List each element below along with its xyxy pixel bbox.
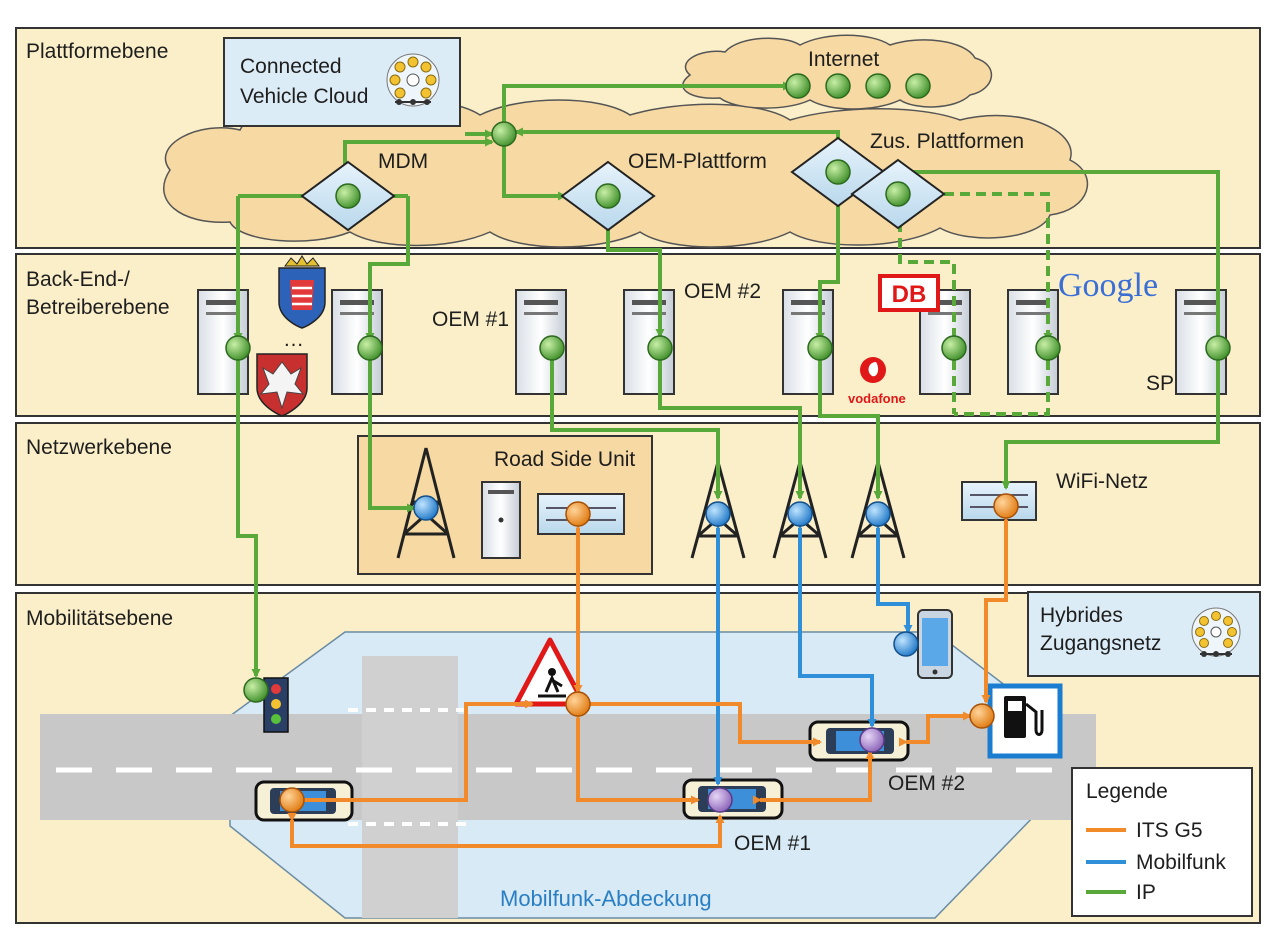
internet-node xyxy=(825,73,851,99)
server-icon xyxy=(481,481,521,559)
additional-platform-node xyxy=(825,159,851,185)
car-node xyxy=(279,787,305,813)
network-cluster-icon xyxy=(386,53,440,107)
server-node xyxy=(1205,335,1231,361)
coat-of-arms-icon xyxy=(278,255,326,329)
db-logo-text: DB xyxy=(892,281,927,308)
internet-node xyxy=(905,73,931,99)
server-node xyxy=(539,335,565,361)
legend: Legende ITS G5 Mobilfunk IP xyxy=(1071,767,1253,917)
server-node xyxy=(1035,335,1061,361)
internet-label: Internet xyxy=(808,48,879,71)
oem-platform-node xyxy=(595,183,621,209)
platform-level-title: Plattformebene xyxy=(26,40,168,63)
roadwork-node xyxy=(565,691,591,717)
traffic-light-icon xyxy=(263,677,289,733)
additional-platforms-label: Zus. Plattformen xyxy=(870,130,1024,153)
network-cluster-icon xyxy=(1191,607,1241,657)
hybrid-car-nodes xyxy=(707,727,885,813)
oem-platform-label: OEM-Plattform xyxy=(628,150,767,173)
road-horizontal xyxy=(40,714,1096,820)
mobile-coverage-label: Mobilfunk-Abdeckung xyxy=(500,886,712,911)
mobilfunk-nodes xyxy=(413,495,919,657)
its-g5-nodes xyxy=(279,493,1019,813)
car-oem2-label: OEM #2 xyxy=(888,772,965,795)
wifi-network-label: WiFi-Netz xyxy=(1056,470,1148,493)
google-logo-text: Google xyxy=(1058,267,1158,304)
road-vertical xyxy=(362,656,458,918)
server-node xyxy=(941,335,967,361)
backend-level-title-line1: Back-End-/ xyxy=(26,268,130,291)
server-node xyxy=(807,335,833,361)
hybrid-box-line1: Hybrides xyxy=(1040,604,1123,627)
mdm-label: MDM xyxy=(378,150,428,173)
car-oem1-label: OEM #1 xyxy=(734,832,811,855)
vodafone-logo-text: vodafone xyxy=(848,391,906,406)
smartphone-node xyxy=(893,631,919,657)
additional-platform-node xyxy=(885,181,911,207)
legend-title: Legende xyxy=(1086,780,1168,803)
legend-label-ip: IP xyxy=(1136,881,1156,904)
tower-node xyxy=(865,501,891,527)
traffic-light-node xyxy=(243,677,269,703)
road-side-unit-label: Road Side Unit xyxy=(494,448,635,471)
its-g5-connections xyxy=(287,513,1011,848)
cloud-hub-node xyxy=(491,121,517,147)
hybrid-box-line2: Zugangsnetz xyxy=(1040,632,1161,655)
rsu-node xyxy=(565,501,591,527)
car-icon xyxy=(808,720,910,762)
server-node xyxy=(225,335,251,361)
fuel-station-icon xyxy=(987,683,1063,759)
cloud-box-line1: Connected xyxy=(240,55,342,78)
fuel-station-node xyxy=(969,703,995,729)
oem1-backend-label: OEM #1 xyxy=(432,308,509,331)
car-node xyxy=(707,787,733,813)
ip-nodes xyxy=(225,73,1231,703)
car-node xyxy=(859,727,885,753)
internet-node xyxy=(865,73,891,99)
tower-node xyxy=(705,501,731,527)
roadwork-sign-icon xyxy=(513,637,587,707)
sp-backend-label: SP xyxy=(1146,372,1174,395)
backend-level-title-line2: Betreiberebene xyxy=(26,296,170,319)
mobility-level-title: Mobilitätsebene xyxy=(26,607,173,630)
network-level-title: Netzwerkebene xyxy=(26,436,172,459)
server-node xyxy=(357,335,383,361)
coat-of-arms-dots: … xyxy=(283,328,304,351)
ip-connections xyxy=(233,81,1223,678)
vodafone-logo: vodafone xyxy=(848,357,906,406)
legend-label-its-g5: ITS G5 xyxy=(1136,819,1203,842)
mdm-node xyxy=(335,183,361,209)
internet-node xyxy=(785,73,811,99)
legend-label-mobilfunk: Mobilfunk xyxy=(1136,851,1226,874)
tower-node xyxy=(413,495,439,521)
wifi-node xyxy=(993,493,1019,519)
oem2-backend-label: OEM #2 xyxy=(684,280,761,303)
server-node xyxy=(647,335,673,361)
tower-node xyxy=(787,501,813,527)
db-logo: DB xyxy=(878,274,940,312)
smartphone-icon xyxy=(917,609,953,679)
coat-of-arms-icon xyxy=(256,353,308,417)
cloud-box-line2: Vehicle Cloud xyxy=(240,85,368,108)
